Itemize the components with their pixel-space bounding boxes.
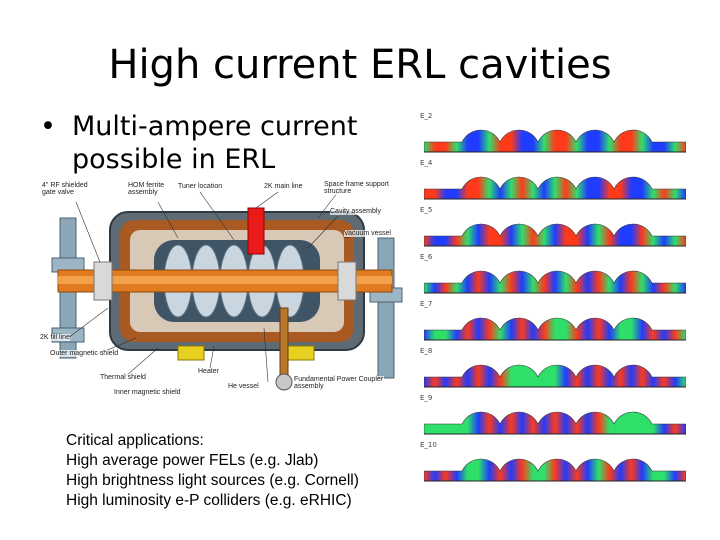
cavity-field-profile <box>424 129 686 153</box>
label-space-frame: Space frame support structure <box>324 181 404 195</box>
field-mode-strip: E_2 <box>418 112 688 159</box>
bullet-icon: • <box>40 111 56 142</box>
field-map <box>424 270 686 294</box>
field-mode-strip: E_9 <box>418 394 688 441</box>
mode-label: E_9 <box>420 394 433 402</box>
label-tuner: Tuner location <box>178 183 223 190</box>
field-mode-panel: E_2 E_4 E_5 E_6 E_7 E_8 E_9 E_10 <box>418 112 688 492</box>
cavity-field-profile <box>424 364 686 388</box>
label-cavity-assembly: Cavity assembly <box>330 208 381 215</box>
field-mode-strip: E_4 <box>418 159 688 206</box>
field-map <box>424 317 686 341</box>
mode-label: E_10 <box>420 441 437 449</box>
label-gate-valve: 4" RF shielded gate valve <box>42 182 102 196</box>
application-item: High brightness light sources (e.g. Corn… <box>66 472 359 489</box>
label-inner-shield: Inner magnetic shield <box>114 389 181 396</box>
cavity-field-profile <box>424 270 686 294</box>
field-map <box>424 129 686 153</box>
applications-heading: Critical applications: <box>66 432 204 449</box>
label-coupler: Fundamental Power Coupler assembly <box>294 376 384 390</box>
field-map <box>424 364 686 388</box>
cryomodule-illustration <box>51 191 403 391</box>
mode-label: E_6 <box>420 253 433 261</box>
label-hom-ferrite: HOM ferrite assembly <box>128 182 176 196</box>
applications-list: Critical applications: High average powe… <box>66 431 359 511</box>
mode-label: E_8 <box>420 347 433 355</box>
mode-label: E_4 <box>420 159 433 167</box>
field-mode-strip: E_5 <box>418 206 688 253</box>
application-item: High average power FELs (e.g. Jlab) <box>66 452 319 469</box>
mode-label: E_5 <box>420 206 433 214</box>
bullet-line-2: possible in ERL <box>72 144 276 175</box>
field-mode-strip: E_6 <box>418 253 688 300</box>
cavity-field-profile <box>424 458 686 482</box>
application-item: High luminosity e-P colliders (e.g. eRHI… <box>66 492 352 509</box>
label-heater: Heater <box>198 368 220 375</box>
label-main-line: 2K main line <box>264 183 303 190</box>
field-mode-strip: E_10 <box>418 441 688 488</box>
field-map <box>424 176 686 200</box>
slide-title: High current ERL cavities <box>108 42 612 88</box>
cavity-field-profile <box>424 176 686 200</box>
label-he-vessel: He vessel <box>228 383 259 390</box>
field-mode-strip: E_8 <box>418 347 688 394</box>
cryomodule-diagram: 4" RF shielded gate valve HOM ferrite as… <box>38 178 412 400</box>
bullet-line-1: Multi-ampere current <box>72 111 358 142</box>
field-mode-strip: E_7 <box>418 300 688 347</box>
field-map <box>424 223 686 247</box>
cavity-field-profile <box>424 223 686 247</box>
label-outer-shield: Outer magnetic shield <box>50 350 119 357</box>
mode-label: E_2 <box>420 112 433 120</box>
cavity-field-profile <box>424 411 686 435</box>
label-fill-line: 2K fill line <box>40 334 70 341</box>
field-map <box>424 458 686 482</box>
cavity-field-profile <box>424 317 686 341</box>
label-thermal-shield: Thermal shield <box>100 374 146 381</box>
mode-label: E_7 <box>420 300 433 308</box>
label-vacuum-vessel: Vacuum vessel <box>344 230 391 237</box>
field-map <box>424 411 686 435</box>
